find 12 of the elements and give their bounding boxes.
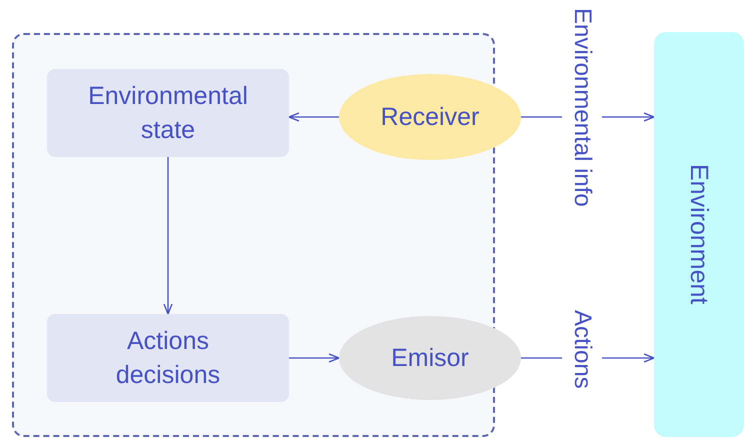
node-label: Actions decisions bbox=[114, 326, 222, 391]
process-box bbox=[47, 314, 289, 402]
node-label: Receiver bbox=[380, 102, 480, 133]
environment-box bbox=[654, 32, 744, 437]
arrow bbox=[163, 157, 173, 315]
node-label: Emisor bbox=[391, 343, 469, 374]
node-label: Environmental state bbox=[87, 81, 249, 146]
arrow bbox=[289, 353, 340, 363]
arrow bbox=[288, 112, 339, 122]
node-label: Environment bbox=[684, 164, 714, 305]
process-box bbox=[47, 69, 289, 157]
edge-label: Actions bbox=[562, 308, 602, 391]
